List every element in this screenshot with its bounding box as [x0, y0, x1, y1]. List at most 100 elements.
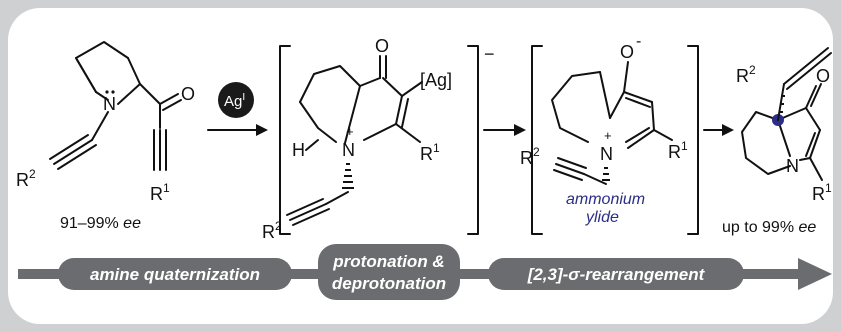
product-oxygen: O	[816, 66, 830, 86]
intermediate-1: − O [Ag] R1 N + H	[262, 36, 495, 242]
int1-ring-bond-2	[395, 95, 403, 125]
int2-r2: R2	[520, 145, 540, 168]
int1-r2: R2	[262, 219, 282, 242]
product-ring-bond-2	[805, 107, 821, 131]
int1-ring-bond-1	[382, 77, 403, 97]
ylide-caption-line1: ammonium	[566, 191, 645, 208]
int1-ch2-bond	[325, 191, 349, 205]
product-ring-bonds	[741, 111, 791, 175]
stage-pill-2	[318, 244, 460, 300]
arrow-1-head	[256, 124, 268, 136]
int1-nitrogen: N	[342, 140, 355, 160]
int1-triple-1	[289, 203, 327, 221]
int1-triple-2	[286, 198, 324, 216]
product-ee-caption: up to 99% ee	[722, 219, 816, 236]
stage-bar-arrowhead	[798, 258, 832, 290]
int2-ring-double-1	[625, 97, 651, 108]
stage-2-label-line1: protonation &	[332, 252, 444, 271]
allene-hash	[779, 95, 785, 113]
product-c-o-bond-2	[810, 83, 822, 107]
propargyl-triple-1	[53, 139, 93, 165]
piperidine-ring-bonds	[75, 41, 141, 93]
allene-double-1a	[783, 65, 807, 85]
int1-r1: R1	[420, 141, 440, 164]
product-ring-double	[805, 132, 816, 157]
product-ring-junction	[777, 119, 791, 157]
bracket-right-1	[467, 45, 479, 235]
start-r1: R1	[150, 181, 170, 204]
c-ag-bond	[401, 81, 423, 97]
product-c-r1-bond	[809, 157, 823, 181]
int2-r1: R1	[668, 139, 688, 162]
carbonyl-bond-2	[162, 99, 182, 111]
int2-ring-bond-4	[627, 129, 655, 149]
int2-plus: +	[604, 128, 612, 143]
bicycle-top-bonds	[299, 65, 361, 103]
int2-c-o-bond	[623, 61, 629, 93]
product-ring-bond-4	[799, 157, 811, 161]
stage-bar: amine quaternization protonation & depro…	[18, 244, 832, 300]
ag-catalyst-label: AgI	[224, 92, 245, 110]
int2-c-r1-bond	[653, 129, 673, 141]
intermediate-2: O - R1 N + R2 ammonium ylide	[520, 33, 699, 235]
propargyl-triple-2	[49, 134, 89, 160]
int2-triple-1	[555, 163, 585, 175]
int1-ring-double	[401, 98, 409, 128]
ylide-caption-line2: ylide	[585, 209, 619, 226]
starting-material: N O R1 R2 91–99% ee	[16, 41, 195, 232]
bridgehead-carbonyl-bond	[359, 77, 381, 87]
stage-pill-3	[488, 258, 744, 290]
int1-triple-3	[292, 208, 330, 226]
stage-pill-1	[58, 258, 292, 290]
ring-c6-n-bond	[95, 91, 109, 101]
lone-pair-dot	[105, 90, 109, 94]
product: O N R1 R2 up to 99% ee	[722, 47, 832, 236]
arrow-2-head	[514, 124, 526, 136]
hashed-wedge	[342, 163, 354, 189]
int2-ring-double-2	[625, 127, 650, 143]
stage-3-label: [2,3]-σ-rearrangement	[527, 265, 706, 284]
int2-oxygen: O	[620, 42, 634, 62]
arrow-1-group: AgI	[207, 82, 268, 136]
int2-hashed-wedge	[602, 167, 610, 181]
stage-1-label: amine quaternization	[90, 265, 260, 284]
int2-c-c-bond	[609, 91, 625, 119]
lone-pair-dot	[111, 90, 115, 94]
bracket-left-2	[531, 45, 543, 235]
int2-ring-bonds	[551, 71, 601, 143]
allene-bond-1	[777, 83, 785, 121]
allene-double-2a	[805, 47, 829, 67]
bicycle-lower-bonds	[299, 101, 337, 143]
int2-ch2-bond	[583, 173, 607, 185]
bracket-left-1	[279, 45, 291, 235]
stage-2-label-line2: deprotonation	[332, 274, 446, 293]
start-oxygen: O	[181, 84, 195, 104]
int1-hydrogen: H	[292, 140, 305, 160]
c-h-bond	[305, 139, 319, 151]
int2-nitrogen: N	[600, 144, 613, 164]
product-ring-bond-3	[809, 129, 821, 159]
int1-ag-ligand: [Ag]	[420, 70, 452, 90]
int2-ring-bond-2	[623, 91, 653, 103]
start-r2: R2	[16, 167, 36, 190]
ring-n-c2-bond	[117, 83, 141, 105]
allene-double-2b	[808, 52, 832, 72]
int1-oxygen: O	[375, 36, 389, 56]
int2-triple-3	[553, 169, 583, 181]
n-ch2-bond	[91, 111, 109, 141]
int1-plus: +	[346, 124, 354, 139]
product-nitrogen: N	[786, 156, 799, 176]
ag-catalyst-badge	[218, 82, 254, 118]
int2-ring-bond	[599, 71, 611, 119]
int2-ring-bond-3	[651, 101, 655, 131]
start-ee-caption: 91–99% ee	[60, 215, 141, 232]
start-nitrogen: N	[103, 94, 116, 114]
product-r2: R2	[736, 63, 756, 86]
propargyl-triple-3	[57, 144, 97, 170]
product-r1: R1	[812, 181, 832, 204]
arrow-3-head	[722, 124, 734, 136]
product-c-o-bond-1	[805, 85, 817, 109]
bracket-right-2	[687, 45, 699, 235]
